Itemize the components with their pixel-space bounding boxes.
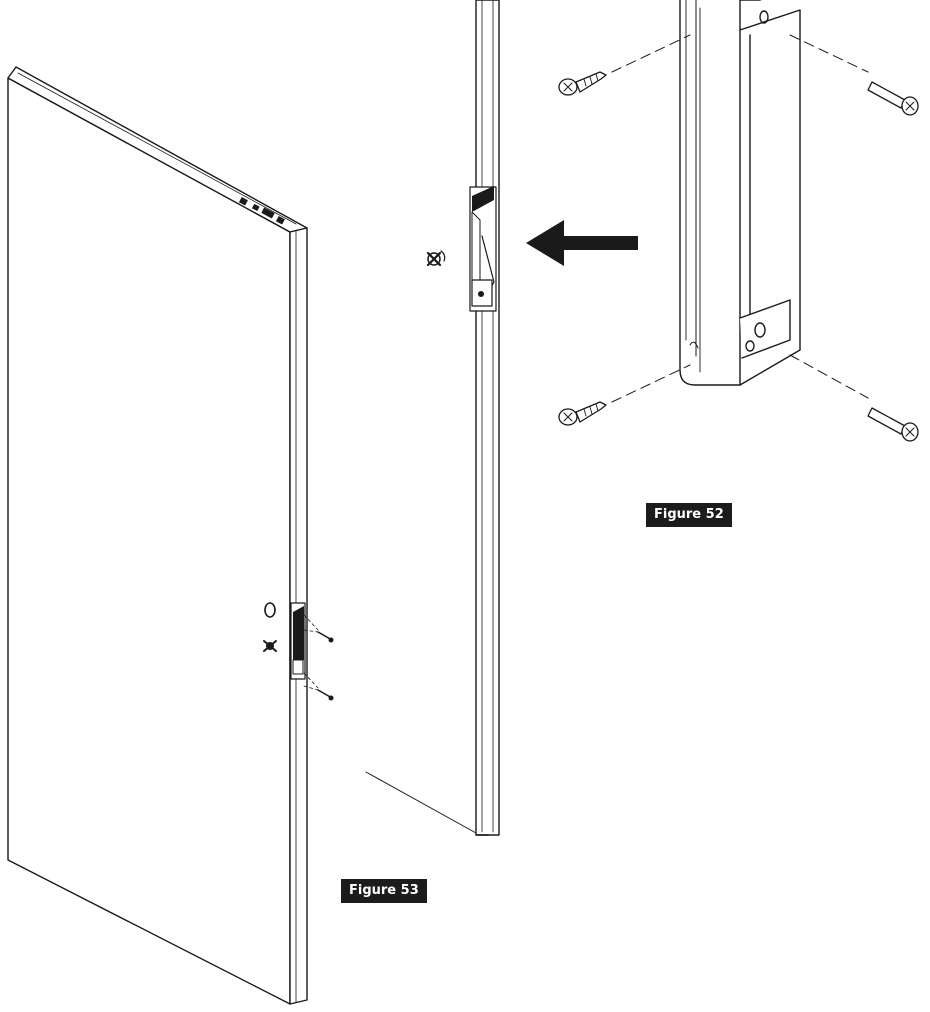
figure-52-label: Figure 52 [646,503,732,527]
door-frame-edge [365,0,500,836]
screw-icon [317,689,334,701]
cylinder-hole-icon [264,602,276,618]
door-latch-mortise [290,602,306,680]
bracket-icon [679,0,801,386]
door-panel [7,66,334,1005]
thumbturn-icon [263,640,277,652]
screw-icon [867,407,919,442]
latch-screws [303,614,334,701]
screw-icon [558,71,607,96]
figure-53-label: Figure 53 [341,879,427,903]
strike-plate [469,186,497,312]
thumbturn-icon [426,250,446,267]
arrow-left-icon [526,220,638,266]
screw-icon [867,81,919,116]
screw-icon [558,401,607,426]
top-hinge-icon [238,196,285,225]
screw-icon [317,631,334,643]
screw-guides [611,34,869,403]
